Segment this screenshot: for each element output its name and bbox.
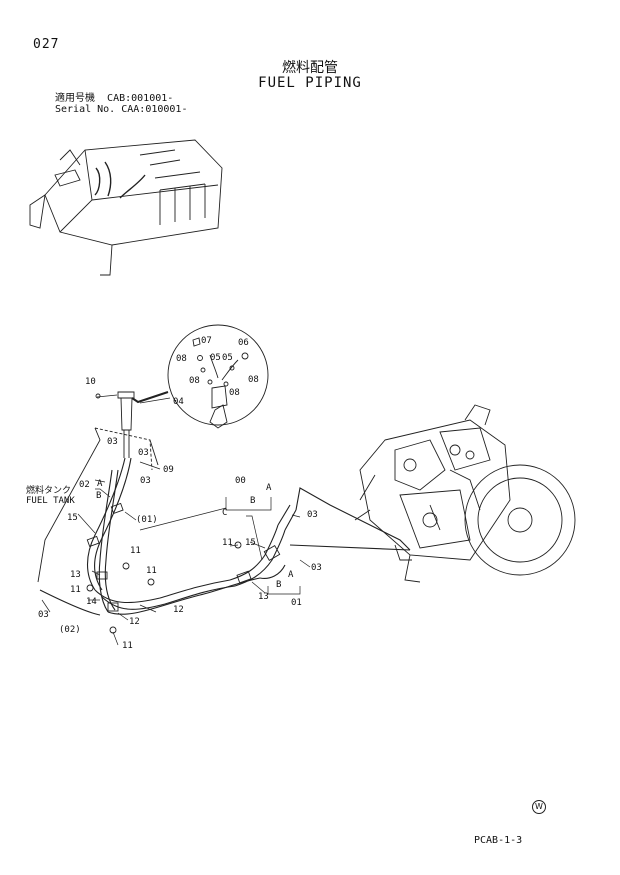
serial-label-en: Serial No.: [55, 104, 116, 115]
callout-12-b: 12: [129, 617, 140, 627]
callout-12-a: 12: [173, 605, 184, 615]
callout-08-a: 08: [176, 354, 187, 364]
callout-labels: 07 06 08 05 05 08 08 08 04 10 03 03 09 0…: [26, 336, 322, 651]
callout-11-mid: 11: [222, 538, 233, 548]
callout-15-left: 15: [67, 513, 78, 523]
callout-02: 02: [79, 480, 90, 490]
callout-01: 01: [291, 598, 302, 608]
callout-11-a: 11: [130, 546, 141, 556]
callout-10: 10: [85, 377, 96, 387]
callout-03-c: 03: [140, 476, 151, 486]
detail-arrow: [131, 391, 169, 404]
fuel-tank-label-en: FUEL TANK: [26, 496, 75, 506]
callout-A-left: A: [97, 479, 103, 489]
callout-05-b: 05: [222, 353, 233, 363]
clamps: [86, 502, 281, 634]
callout-03-f: 03: [38, 610, 49, 620]
fuel-tank-label-jp: 燃料タンク: [26, 484, 71, 496]
serial-row-serial: Serial No. CAA:010001-: [55, 104, 187, 115]
page-number: 027: [33, 37, 60, 52]
callout-C: C: [222, 508, 227, 518]
title-english: FUEL PIPING: [258, 75, 362, 91]
serial-row-applicable: 適用号機 CAB:001001-: [55, 93, 187, 104]
serial-block: 適用号機 CAB:001001- Serial No. CAA:010001-: [55, 93, 187, 115]
callout-leaders: [41, 461, 311, 646]
callout-03-a: 03: [107, 437, 118, 447]
cab-sketch: [29, 139, 223, 276]
title-japanese: 燃料配管: [282, 60, 338, 76]
callout-13-right: 13: [258, 592, 269, 602]
callout-02-paren: (02): [59, 625, 81, 635]
callout-A-top: A: [266, 483, 272, 493]
callout-04: 04: [173, 397, 184, 407]
callout-14: 14: [86, 597, 97, 607]
callout-03-d: 03: [307, 510, 318, 520]
callout-09: 09: [163, 465, 174, 475]
callout-A-right: A: [288, 570, 294, 580]
callout-B-top: B: [250, 496, 255, 506]
serial-value-caa: CAA:010001-: [121, 104, 188, 115]
callout-08-c: 08: [248, 375, 259, 385]
callout-B-right: B: [276, 580, 281, 590]
fuel-tank-outline: [37, 427, 159, 583]
callout-B-left: B: [96, 491, 101, 501]
callout-03-e: 03: [311, 563, 322, 573]
fuel-filter: [95, 391, 135, 458]
callout-07: 07: [201, 336, 212, 346]
serial-label-jp: 適用号機: [55, 93, 95, 104]
callout-05-a: 05: [210, 353, 221, 363]
callout-13-left: 13: [70, 570, 81, 580]
detail-magnifier: [139, 324, 269, 429]
callout-01-paren: (01): [136, 515, 158, 525]
callout-11-d: 11: [122, 641, 133, 651]
w-mark-icon: W: [532, 800, 546, 814]
callout-11-c: 11: [70, 585, 81, 595]
callout-11-b: 11: [146, 566, 157, 576]
engine-sketch: [354, 404, 576, 583]
footer-code: PCAB-1-3: [474, 835, 523, 846]
callout-00: 00: [235, 476, 246, 486]
callout-08-b: 08: [189, 376, 200, 386]
callout-06: 06: [238, 338, 249, 348]
serial-value-cab: CAB:001001-: [107, 93, 174, 104]
callout-15-right: 15: [245, 538, 256, 548]
callout-08-d: 08: [229, 388, 240, 398]
callout-03-b: 03: [138, 448, 149, 458]
